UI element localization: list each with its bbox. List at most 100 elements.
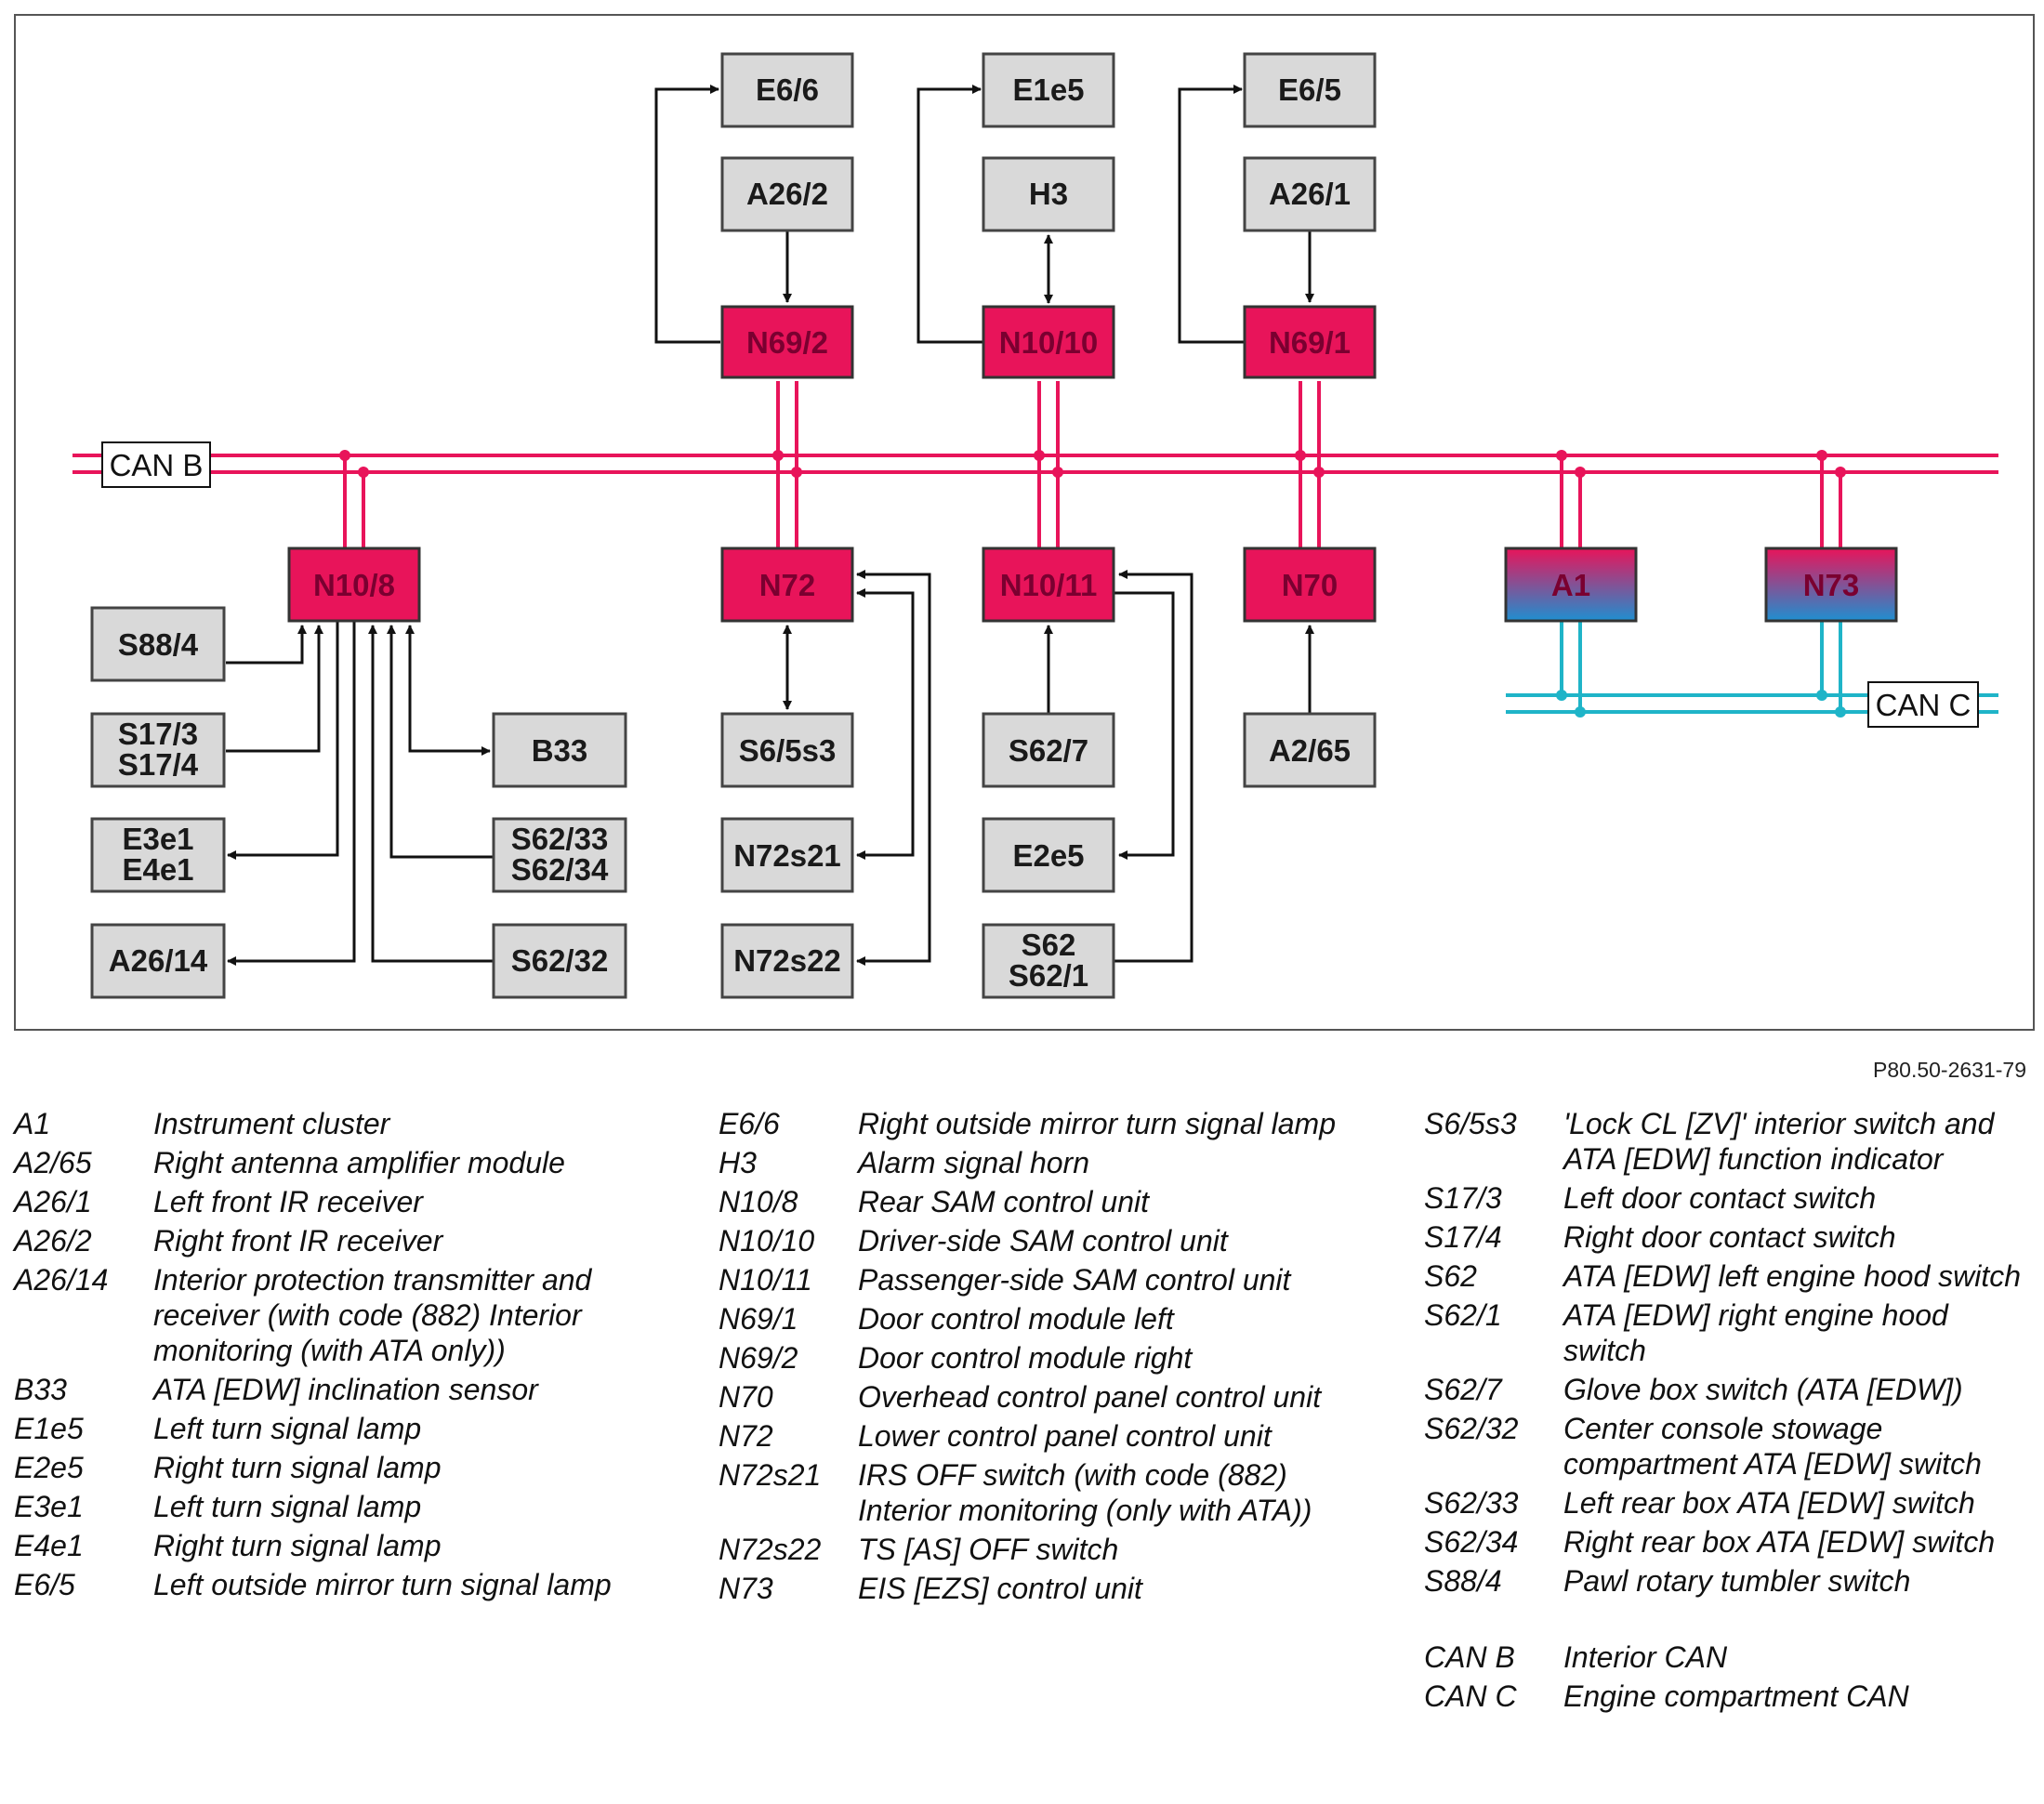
legend-description: Passenger-side SAM control unit bbox=[858, 1263, 1291, 1297]
component-s6-5s3: S6/5s3 bbox=[720, 712, 854, 788]
component-label: E1e5 bbox=[1012, 72, 1084, 107]
legend-description: Interior protection transmitter and rece… bbox=[153, 1263, 592, 1367]
legend-item: N10/8 Rear SAM control unit bbox=[719, 1184, 1351, 1219]
component-a26-2: A26/2 bbox=[720, 156, 854, 232]
legend-description: Right turn signal lamp bbox=[153, 1529, 442, 1562]
legend-description: Rear SAM control unit bbox=[858, 1185, 1150, 1218]
component-label: S62/34 bbox=[511, 852, 609, 887]
component-s62-7: S62/7 bbox=[982, 712, 1115, 788]
legend-item: E2e5 Right turn signal lamp bbox=[14, 1450, 646, 1485]
legend-code: S17/3 bbox=[1424, 1181, 1502, 1215]
component-boxes: E6/6 A26/2 E1e5 H3 E6/5 A26/1 S88/4 S17/… bbox=[90, 52, 1377, 999]
legend-code: N72 bbox=[719, 1419, 773, 1453]
legend-code: N72s22 bbox=[719, 1533, 822, 1566]
control-unit-label: N73 bbox=[1803, 568, 1860, 602]
legend-description: Left outside mirror turn signal lamp bbox=[153, 1568, 612, 1601]
component-n72s21: N72s21 bbox=[720, 817, 854, 893]
legend-item: A26/14 Interior protection transmitter an… bbox=[14, 1262, 646, 1368]
legend-description: Door control module left bbox=[858, 1302, 1174, 1336]
legend-description: ATA [EDW] right engine hood switch bbox=[1563, 1298, 1948, 1367]
component-s62-32: S62/32 bbox=[492, 923, 627, 999]
legend-code: E2e5 bbox=[14, 1451, 84, 1484]
legend-code: A26/14 bbox=[14, 1263, 109, 1297]
component-a2-65: A2/65 bbox=[1243, 712, 1377, 788]
legend-description: TS [AS] OFF switch bbox=[858, 1533, 1119, 1566]
legend-description: Left front IR receiver bbox=[153, 1185, 423, 1218]
legend-item: E6/5 Left outside mirror turn signal lamp bbox=[14, 1567, 646, 1602]
figure-id: P80.50-2631-79 bbox=[1873, 1058, 2026, 1082]
legend-item: N69/1 Door control module left bbox=[719, 1301, 1351, 1337]
component-label: S62/33 bbox=[511, 822, 609, 856]
legend-code: CAN B bbox=[1424, 1640, 1515, 1674]
legend-description: Left turn signal lamp bbox=[153, 1412, 422, 1445]
legend-code: S6/5s3 bbox=[1424, 1107, 1517, 1140]
component-label: H3 bbox=[1029, 177, 1068, 211]
control-unit-n10-8: N10/8 bbox=[287, 546, 421, 623]
component-label: N72s22 bbox=[733, 943, 841, 978]
control-unit-label: A1 bbox=[1551, 568, 1590, 602]
component-label: S17/4 bbox=[118, 747, 199, 782]
legend-description: Right turn signal lamp bbox=[153, 1451, 442, 1484]
control-unit-n69-1: N69/1 bbox=[1243, 305, 1377, 379]
legend-code: N72s21 bbox=[719, 1458, 822, 1492]
legend-description: Left door contact switch bbox=[1563, 1181, 1877, 1215]
legend-code: N10/8 bbox=[719, 1185, 798, 1218]
legend-code: N69/1 bbox=[719, 1302, 798, 1336]
component-label: E2e5 bbox=[1012, 838, 1084, 873]
component-a26-1: A26/1 bbox=[1243, 156, 1377, 232]
legend-item: A26/1 Left front IR receiver bbox=[14, 1184, 646, 1219]
legend-code: CAN C bbox=[1424, 1679, 1517, 1713]
can-b-stubs bbox=[343, 381, 1842, 548]
legend-description: 'Lock CL [ZV]' interior switch and ATA [… bbox=[1563, 1107, 1995, 1176]
legend-item: E1e5 Left turn signal lamp bbox=[14, 1411, 646, 1446]
component-label: B33 bbox=[532, 733, 588, 768]
component-e1e5: E1e5 bbox=[982, 52, 1115, 128]
can-b-label: CAN B bbox=[110, 448, 204, 482]
component-e2e5: E2e5 bbox=[982, 817, 1115, 893]
can-c-label: CAN C bbox=[1876, 688, 1971, 722]
component-label: S62 bbox=[1022, 928, 1076, 962]
component-label: N72s21 bbox=[733, 838, 841, 873]
legend-item: S6/5s3 'Lock CL [ZV]' interior switch and… bbox=[1424, 1106, 2037, 1177]
can-b-label-box: CAN B bbox=[101, 441, 211, 488]
legend-description: Lower control panel control unit bbox=[858, 1419, 1272, 1453]
legend-spacer bbox=[1424, 1602, 2037, 1639]
legend-code: H3 bbox=[719, 1146, 757, 1179]
legend-description: Left rear box ATA [EDW] switch bbox=[1563, 1486, 1975, 1520]
legend-code: S62/32 bbox=[1424, 1412, 1519, 1445]
component-label: S62/32 bbox=[511, 943, 609, 978]
legend-code: E4e1 bbox=[14, 1529, 84, 1562]
component-s88-4: S88/4 bbox=[90, 606, 226, 682]
control-unit-n10-11: N10/11 bbox=[982, 546, 1115, 623]
component-label: A26/2 bbox=[746, 177, 828, 211]
legend-code: E1e5 bbox=[14, 1412, 84, 1445]
legend-description: Right rear box ATA [EDW] switch bbox=[1563, 1525, 1996, 1559]
legend-code: S88/4 bbox=[1424, 1564, 1502, 1598]
legend-code: N10/10 bbox=[719, 1224, 815, 1258]
legend-code: A2/65 bbox=[14, 1146, 92, 1179]
legend-code: E6/5 bbox=[14, 1568, 75, 1601]
legend-code: A26/1 bbox=[14, 1185, 92, 1218]
component-label: S6/5s3 bbox=[739, 733, 837, 768]
